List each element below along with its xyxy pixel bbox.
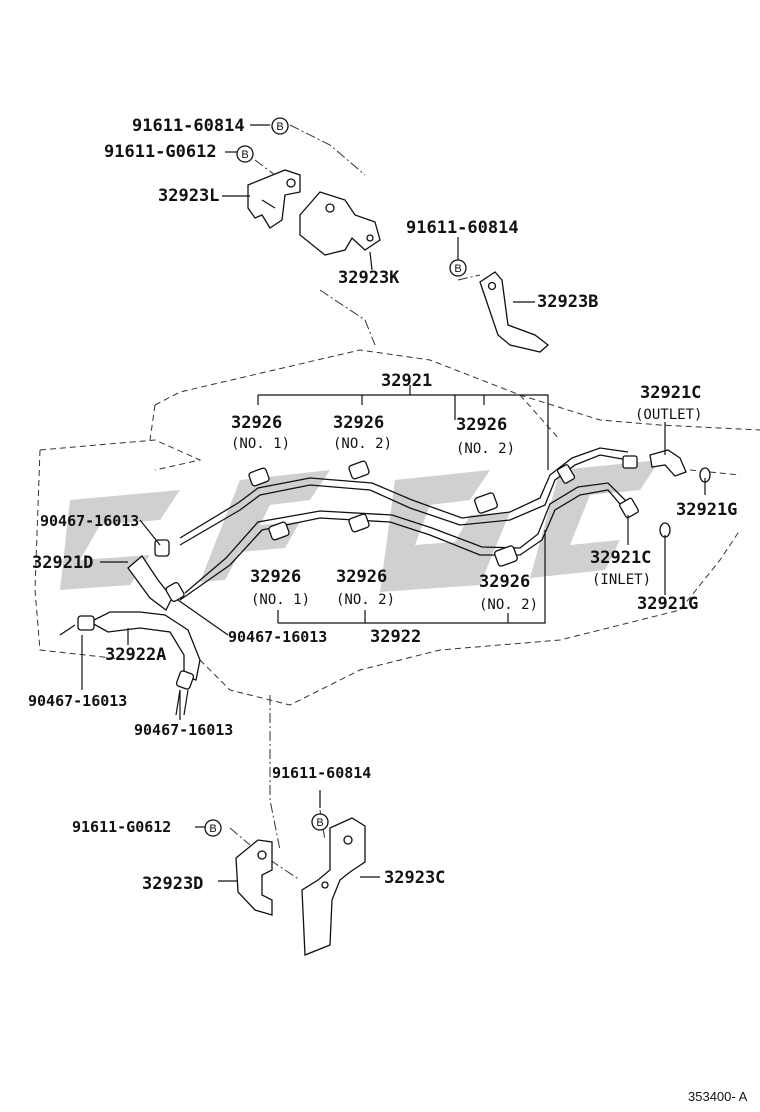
bolt-marker-3-text: B bbox=[454, 263, 461, 275]
bolt-marker-2: B bbox=[236, 145, 254, 163]
bolt-marker-2-text: B bbox=[241, 149, 248, 161]
label-hose-A: 32922A bbox=[105, 645, 166, 665]
engine-outline bbox=[34, 349, 760, 706]
label-clamp-no2-bot-a-note: (NO. 2) bbox=[336, 592, 395, 608]
label-inlet-part: 32921C bbox=[590, 548, 651, 568]
bracket-32923C bbox=[301, 817, 366, 956]
label-hose-clip-3: 90467-16013 bbox=[28, 692, 127, 710]
label-clamp-no2-bot-b: 32926 bbox=[479, 572, 530, 592]
label-hose-D: 32921D bbox=[32, 553, 93, 573]
label-bolt-60814-mid: 91611-60814 bbox=[406, 218, 519, 238]
label-bracket-C: 32923C bbox=[384, 868, 445, 888]
clamps bbox=[248, 460, 518, 567]
label-bolt-60814-top: 91611-60814 bbox=[132, 116, 245, 136]
label-gasket-G-2: 32921G bbox=[637, 594, 698, 614]
figure-code: 353400- A bbox=[688, 1089, 748, 1104]
bracket-32923B bbox=[479, 271, 550, 353]
fittings bbox=[556, 449, 711, 538]
label-clamp-no1-top: 32926 bbox=[231, 413, 282, 433]
hoses bbox=[59, 539, 201, 716]
label-leaders bbox=[81, 124, 706, 882]
label-clamp-no2-top-a: 32926 bbox=[333, 413, 384, 433]
label-clamp-no2-bot-b-note: (NO. 2) bbox=[479, 597, 538, 613]
label-clamp-no2-top-b: 32926 bbox=[456, 415, 507, 435]
label-hose-clip-1: 90467-16013 bbox=[40, 512, 139, 530]
bracket-32923D bbox=[235, 839, 273, 916]
bolt-marker-4-text: B bbox=[316, 817, 323, 829]
bolt-marker-5: B bbox=[204, 819, 222, 837]
label-tube-32921: 32921 bbox=[381, 371, 432, 391]
label-bolt-G0612-bot: 91611-G0612 bbox=[72, 818, 171, 836]
bolt-marker-5-text: B bbox=[209, 823, 216, 835]
callout-32921 bbox=[257, 385, 549, 470]
label-bracket-B: 32923B bbox=[537, 292, 598, 312]
bolt-marker-4: B bbox=[311, 813, 329, 831]
label-hose-clip-4: 90467-16013 bbox=[134, 721, 233, 739]
bolt-marker-1: B bbox=[271, 117, 289, 135]
bolt-markers: B B B B B bbox=[204, 117, 467, 837]
label-clamp-no2-bot-a: 32926 bbox=[336, 567, 387, 587]
label-inlet-note: (INLET) bbox=[592, 572, 651, 588]
callout-32922 bbox=[277, 530, 546, 624]
label-bracket-D: 32923D bbox=[142, 874, 203, 894]
label-clamp-no1-bot-note: (NO. 1) bbox=[251, 592, 310, 608]
label-bolt-60814-bot: 91611-60814 bbox=[272, 764, 371, 782]
bracket-32923K bbox=[299, 191, 381, 256]
label-clamp-no1-bot: 32926 bbox=[250, 567, 301, 587]
label-clamp-no2-top-a-note: (NO. 2) bbox=[333, 436, 392, 452]
part-labels: 91611-60814 91611-G0612 32923L 32923K 91… bbox=[28, 116, 748, 1104]
cooler-tubes bbox=[179, 447, 629, 601]
label-outlet-note: (OUTLET) bbox=[635, 407, 702, 423]
label-tube-32922: 32922 bbox=[370, 627, 421, 647]
label-clamp-no1-top-note: (NO. 1) bbox=[231, 436, 290, 452]
bolt-marker-3: B bbox=[449, 259, 467, 277]
label-outlet-part: 32921C bbox=[640, 383, 701, 403]
label-bolt-G0612-top: 91611-G0612 bbox=[104, 142, 217, 162]
label-hose-clip-2: 90467-16013 bbox=[228, 628, 327, 646]
bracket-32923L bbox=[247, 169, 301, 229]
label-gasket-G-1: 32921G bbox=[676, 500, 737, 520]
label-bracket-K: 32923K bbox=[338, 268, 400, 288]
label-clamp-no2-top-b-note: (NO. 2) bbox=[456, 441, 515, 457]
bolt-marker-1-text: B bbox=[276, 121, 283, 133]
label-bracket-L: 32923L bbox=[158, 186, 219, 206]
